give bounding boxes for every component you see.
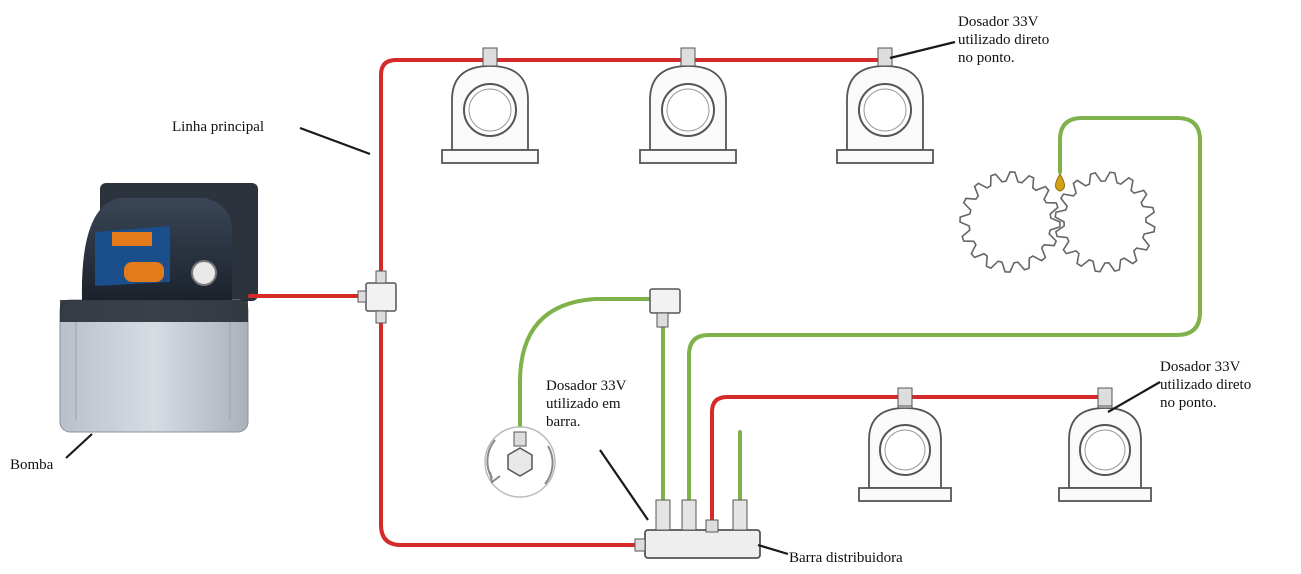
rotating-shaft-icon bbox=[484, 426, 556, 498]
main-line bbox=[248, 58, 1104, 547]
green-junction-icon bbox=[649, 288, 681, 328]
label-dosador-barra: Dosador 33V utilizado em barra. bbox=[546, 378, 627, 430]
gear-icon bbox=[1054, 171, 1156, 273]
t-junction-icon bbox=[357, 270, 397, 324]
oil-drop-icon bbox=[1055, 173, 1065, 192]
label-dosador-top: Dosador 33V utilizado direto no ponto. bbox=[958, 14, 1050, 66]
label-barra-distribuidora: Barra distribuidora bbox=[789, 550, 903, 566]
bearing-top-2 bbox=[639, 47, 737, 164]
bearing-top-3 bbox=[836, 47, 934, 164]
bearing-bottom-1 bbox=[858, 391, 952, 502]
secondary-lines bbox=[518, 116, 1202, 502]
leader-lines bbox=[65, 40, 1161, 556]
gear-pair-icon bbox=[959, 171, 1156, 273]
dosador-fittings bbox=[897, 387, 1113, 407]
bearing-bottom-2 bbox=[1058, 391, 1152, 502]
lubrication-pump-icon bbox=[59, 183, 258, 433]
pump-gauge-icon bbox=[191, 260, 217, 286]
label-dosador-right: Dosador 33V utilizado direto no ponto. bbox=[1160, 359, 1252, 411]
label-bomba: Bomba bbox=[10, 457, 54, 473]
gear-icon bbox=[959, 171, 1061, 273]
distributor-bar-icon bbox=[634, 499, 761, 559]
label-linha-principal: Linha principal bbox=[172, 119, 265, 135]
bearing-top-1 bbox=[441, 47, 539, 164]
